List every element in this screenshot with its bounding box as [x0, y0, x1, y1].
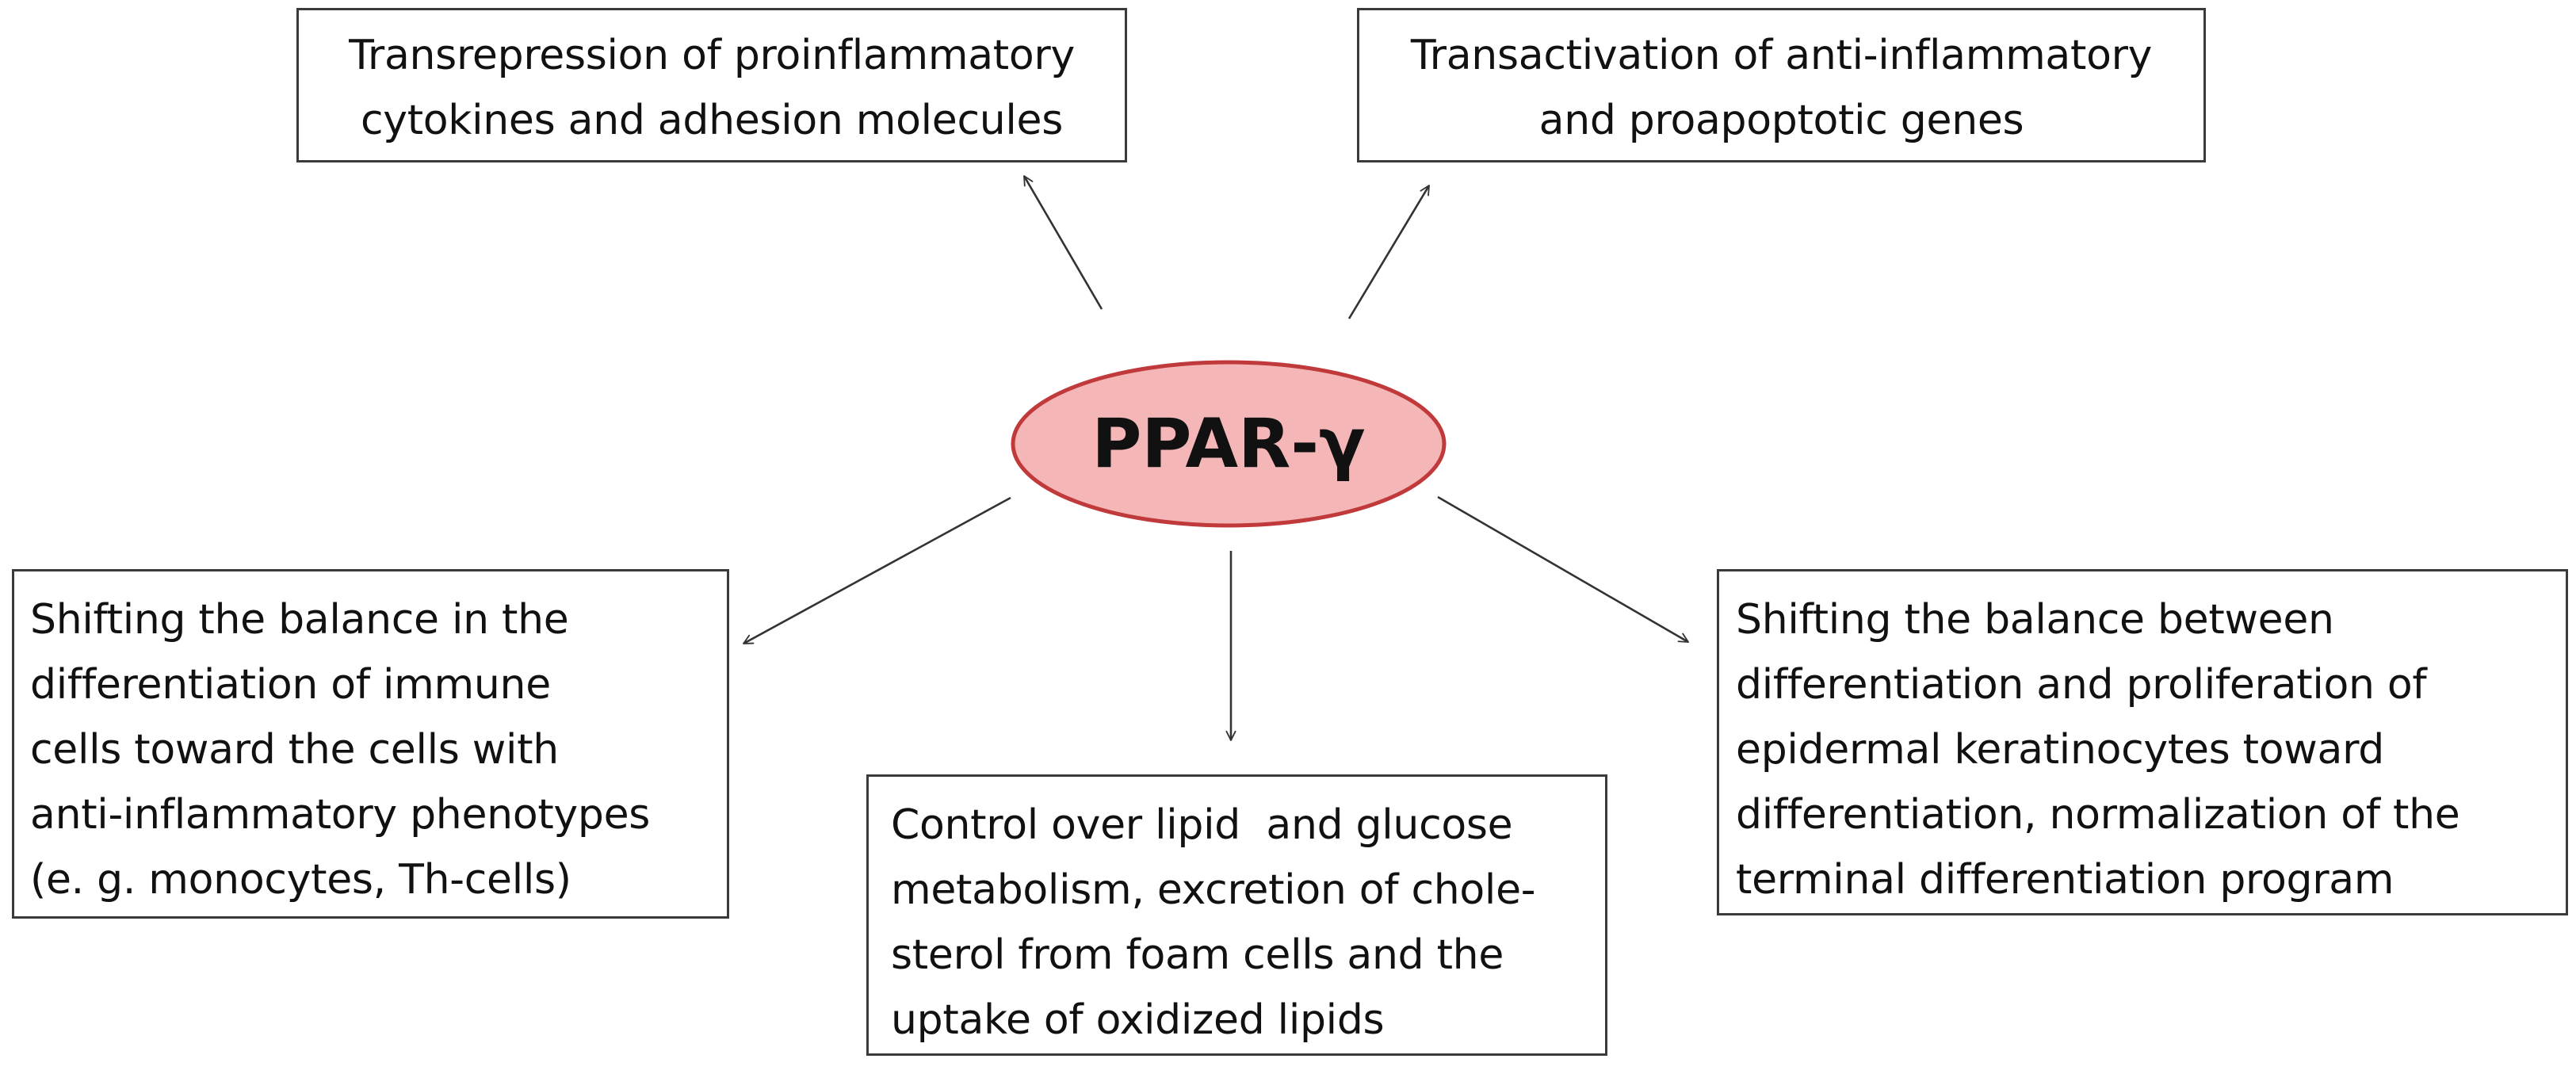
box-line: anti-inflammatory phenotypes [30, 791, 651, 839]
hub-ellipse [1011, 360, 1447, 528]
box-line: cytokines and adhesion molecules [360, 97, 1064, 144]
box-line: epidermal keratinocytes toward [1736, 726, 2384, 774]
box-line: Control over lipid and glucose [891, 801, 1513, 849]
arrow-to-top-right [1347, 185, 1431, 319]
box-lipid-glucose-metabolism: Control over lipid and glucose metabolis… [866, 774, 1607, 1056]
box-line: Shifting the balance in the [30, 596, 569, 644]
box-line: terminal differentiation program [1736, 856, 2394, 904]
box-transrepression: Transrepression of proinflammatory cytok… [296, 8, 1127, 162]
box-line: uptake of oxidized lipids [891, 996, 1385, 1044]
arrow-to-mid-left [743, 496, 1011, 645]
box-line: cells toward the cells with [30, 726, 559, 774]
hub-label: PPAR-γ [1091, 404, 1366, 483]
box-line: and proapoptotic genes [1538, 97, 2024, 144]
hub-node: PPAR-γ [1007, 365, 1450, 523]
arrow-to-mid-right [1437, 495, 1689, 644]
box-line: (e. g. monocytes, Th-cells) [30, 856, 571, 904]
box-line: Transrepression of proinflammatory [349, 32, 1075, 79]
box-line: differentiation and proliferation of [1736, 661, 2427, 709]
box-line: differentiation, normalization of the [1736, 791, 2460, 839]
box-transactivation: Transactivation of anti-inflammatory and… [1357, 8, 2206, 162]
box-line: sterol from foam cells and the [891, 931, 1504, 979]
box-line: differentiation of immune [30, 661, 551, 709]
box-keratinocyte-balance: Shifting the balance between differentia… [1717, 569, 2568, 915]
box-line: Transactivation of anti-inflammatory [1410, 32, 2153, 79]
box-line: Shifting the balance between [1736, 596, 2334, 644]
arrow-to-top-left [1022, 175, 1103, 310]
box-line: metabolism, excretion of chole- [891, 866, 1536, 914]
box-immune-cell-balance: Shifting the balance in the differentiat… [12, 569, 729, 919]
